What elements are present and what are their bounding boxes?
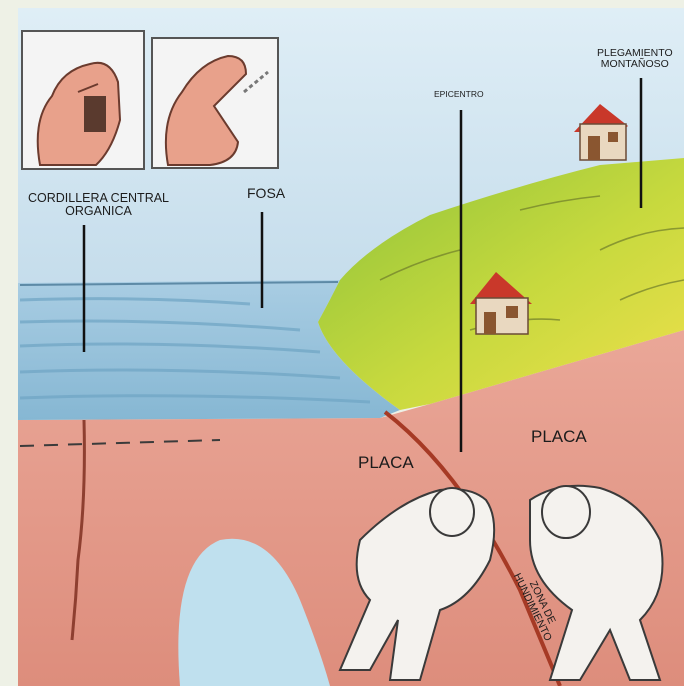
fosa-label: FOSA	[247, 186, 285, 201]
placa-left-label: PLACA	[358, 454, 414, 472]
cordillera-label-line2: ORGANICA	[28, 205, 169, 218]
epicentro-label: EPICENTRO	[434, 90, 484, 99]
placa-right-label: PLACA	[531, 428, 587, 446]
plegamiento-label: PLEGAMIENTO MONTAÑOSO	[597, 48, 673, 70]
plegamiento-label-line2: MONTAÑOSO	[597, 59, 673, 70]
cordillera-label: CORDILLERA CENTRAL ORGANICA	[28, 192, 169, 218]
